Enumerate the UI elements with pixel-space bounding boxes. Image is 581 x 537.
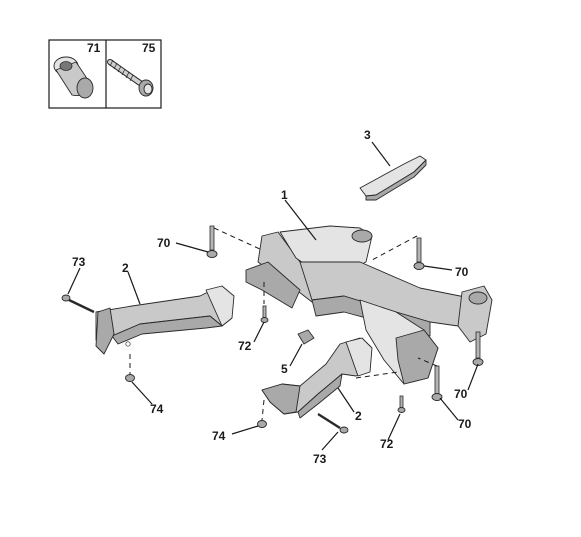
part-1-subframe <box>245 225 493 385</box>
nut-74-left <box>125 374 135 382</box>
legend-label-75: 75 <box>142 41 156 55</box>
part-2-arm-left <box>95 285 235 355</box>
bolt-70-right-mid <box>472 331 484 366</box>
bolt-70-left <box>206 225 218 258</box>
callout-2-upper: 2 <box>122 261 129 275</box>
nut-74-right <box>257 420 267 428</box>
callout-73-left: 73 <box>72 255 86 269</box>
callout-72-left: 72 <box>238 339 252 353</box>
bolt-70-right-top <box>413 237 425 270</box>
part-5-clip <box>297 329 315 345</box>
part-3-plate <box>359 155 427 201</box>
callout-70-right-top: 70 <box>455 265 469 279</box>
callout-74-right: 74 <box>212 429 226 443</box>
callout-73-right: 73 <box>313 452 327 466</box>
screw-73-right <box>317 412 349 434</box>
callout-70-right-low: 70 <box>458 417 472 431</box>
legend-box: 71 75 <box>48 39 162 109</box>
bolt-72-right <box>397 395 406 413</box>
bolt-72-left <box>260 305 269 323</box>
callouts: 1 3 70 70 70 70 73 73 2 2 72 72 5 74 74 <box>72 128 472 466</box>
callout-74-left: 74 <box>150 402 164 416</box>
legend-label-71: 71 <box>87 41 101 55</box>
callout-5: 5 <box>281 362 288 376</box>
callout-72-right: 72 <box>380 437 394 451</box>
callout-70-left: 70 <box>157 236 171 250</box>
screw-73-left <box>61 294 95 314</box>
screw-icon <box>107 59 154 97</box>
callout-3: 3 <box>364 128 371 142</box>
leader-lines <box>67 141 479 451</box>
rivet-nut-icon <box>53 56 94 99</box>
bolt-70-right-low <box>431 365 443 401</box>
callout-70-right-mid: 70 <box>454 387 468 401</box>
part-2-arm-right <box>261 337 373 419</box>
callout-1: 1 <box>281 188 288 202</box>
alignment-lines <box>129 227 438 421</box>
callout-2-lower: 2 <box>355 409 362 423</box>
